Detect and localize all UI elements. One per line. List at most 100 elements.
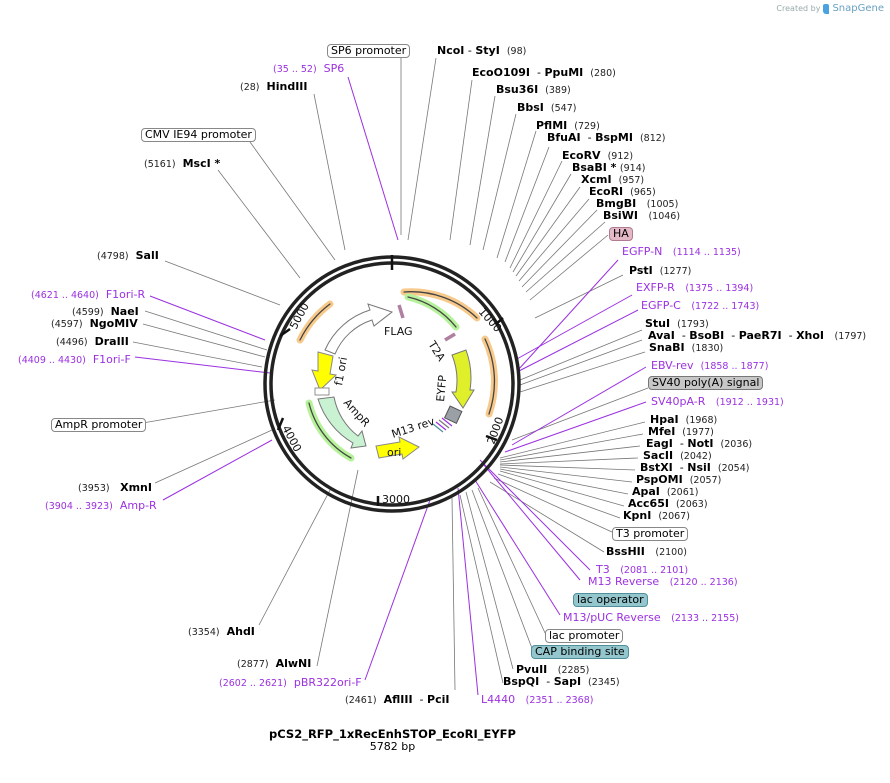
feature-ampr-promoter[interactable]: AmpR promoter (51, 418, 147, 432)
site-bfuai[interactable]: BfuAI - BspMI (812) (547, 131, 666, 144)
site-bsiwi[interactable]: BsiWI (1046) (603, 209, 680, 223)
primer-name: EGFP-N (622, 245, 663, 258)
cut-position: (4798) (97, 251, 129, 262)
primer-ebv-rev[interactable]: EBV-rev (1858 .. 1877) (651, 359, 768, 373)
site-psti[interactable]: PstI (1277) (629, 264, 691, 278)
feature-t3-promoter[interactable]: T3 promoter (612, 527, 689, 541)
cut-position: (965) (630, 187, 656, 198)
enzyme-name: BsaBI * (572, 161, 617, 174)
primer-name: M13/pUC Reverse (563, 611, 661, 624)
cut-position: (2054) (717, 463, 750, 474)
cut-position: (1277) (659, 266, 692, 277)
site-avai[interactable]: AvaI - BsoBI - PaeR7I - XhoI (1797) (648, 329, 867, 342)
primer-name: M13 Reverse (588, 575, 660, 588)
cut-position: (1977) (682, 427, 714, 438)
site-xmni[interactable]: (3953) XmnI (78, 481, 152, 495)
site-draiii[interactable]: (4496) DraIII (56, 335, 129, 349)
enzyme-name: SnaBI (649, 341, 685, 354)
site-pspomi[interactable]: PspOMI (2057) (636, 473, 721, 487)
cut-position: (98) (506, 46, 527, 57)
primer-t3[interactable]: T3 (2081 .. 2101) (596, 563, 688, 577)
site-sali[interactable]: (4798) SalI (97, 249, 159, 263)
feature-lac-promoter[interactable]: lac promoter (545, 629, 624, 643)
primer-range: (2133 .. 2155) (671, 613, 739, 624)
f1-ori-arrow[interactable] (324, 303, 394, 355)
lac-cluster (432, 417, 453, 433)
primer-egfp-n[interactable]: EGFP-N (1114 .. 1135) (622, 245, 741, 259)
site-snabi[interactable]: SnaBI (1830) (649, 341, 723, 355)
site-bsabi[interactable]: BsaBI * (914) (572, 161, 645, 175)
primer-m13puc-reverse[interactable]: M13/pUC Reverse (2133 .. 2155) (563, 611, 739, 625)
cut-position: (1005) (646, 199, 679, 210)
site-eagi[interactable]: EagI - NotI (2036) (646, 437, 753, 450)
enzyme-name: BmgBI (596, 197, 637, 210)
site-pflmi[interactable]: PflMI (729) (536, 119, 600, 133)
feature-cmv-promoter[interactable]: CMV IE94 promoter (141, 128, 256, 142)
cut-position: (2877) (237, 659, 269, 670)
primer-egfp-c[interactable]: EGFP-C (1722 .. 1743) (641, 299, 759, 313)
site-stui[interactable]: StuI (1793) (645, 317, 709, 331)
feature-ha[interactable]: HA (609, 227, 633, 241)
site-kpni[interactable]: KpnI (2067) (623, 509, 690, 523)
enzyme-name: EcoO109I (472, 66, 530, 79)
site-bbsi[interactable]: BbsI (547) (517, 101, 576, 115)
cut-position: (3953) (78, 483, 110, 494)
site-bmgbi[interactable]: BmgBI (1005) (596, 197, 678, 211)
cut-position: (1968) (685, 415, 718, 426)
site-ahdi[interactable]: (3354) AhdI (188, 625, 255, 639)
site-mfei[interactable]: MfeI (1977) (648, 425, 714, 439)
site-pvuii[interactable]: PvuII (2285) (516, 663, 589, 677)
enzyme-name: XmnI (120, 481, 152, 494)
cut-position: (2063) (675, 499, 708, 510)
site-ncoi[interactable]: NcoI - StyI (98) (437, 44, 527, 57)
primer-sv40pa-r[interactable]: SV40pA-R (1912 .. 1931) (651, 395, 784, 409)
site-bsu36i[interactable]: Bsu36I (389) (496, 83, 571, 97)
enzyme-name: MscI * (182, 157, 221, 170)
flag-label: FLAG (384, 325, 413, 338)
site-sacii[interactable]: SacII (2042) (643, 449, 712, 463)
site-bsshii[interactable]: BssHII (2100) (606, 545, 687, 559)
feature-sp6-promoter[interactable]: SP6 promoter (327, 44, 411, 58)
primer-name: F1ori-F (92, 353, 131, 366)
ori-arrow[interactable] (375, 436, 420, 460)
feature-lac-operator[interactable]: lac operator (573, 593, 648, 607)
site-hindiii[interactable]: (28) HindIII (240, 80, 307, 94)
site-ecori[interactable]: EcoRI (965) (589, 185, 656, 199)
feature-sv40-polya[interactable]: SV40 poly(A) signal (648, 376, 764, 390)
site-xcmi[interactable]: XcmI (957) (581, 173, 644, 187)
f1ori-label: f1 ori (332, 356, 350, 387)
enzyme-name: BspQI (503, 675, 540, 688)
primer-exfp-r[interactable]: EXFP-R (1375 .. 1394) (636, 281, 753, 295)
enzyme-name: NsiI (687, 461, 711, 474)
site-bspqi[interactable]: BspQI - SapI (2345) (503, 675, 620, 688)
enzyme-name: BfuAI (547, 131, 581, 144)
primer-sp6[interactable]: (35 .. 52) SP6 (273, 62, 344, 76)
site-msci[interactable]: (5161) MscI * (144, 157, 220, 171)
site-eco0109i[interactable]: EcoO109I - PpuMI (280) (472, 66, 616, 79)
site-hpai[interactable]: HpaI (1968) (650, 413, 717, 427)
site-ecorv[interactable]: EcoRV (912) (562, 149, 633, 163)
enzyme-name: SalI (135, 249, 159, 262)
primer-pbr322ori-f[interactable]: (2602 .. 2621) pBR322ori-F (219, 676, 362, 690)
ring-ticks (276, 255, 504, 506)
ampr-arrow[interactable] (317, 396, 367, 449)
feature-cap-site[interactable]: CAP binding site (531, 645, 629, 659)
primer-f1ori-r[interactable]: (4621 .. 4640) F1ori-R (31, 288, 145, 302)
site-apai[interactable]: ApaI (2061) (632, 485, 699, 499)
primer-m13-reverse[interactable]: M13 Reverse (2120 .. 2136) (588, 575, 738, 589)
eyfp-arrow[interactable] (451, 349, 475, 409)
primer-amp-r[interactable]: (3904 .. 3923) Amp-R (45, 499, 157, 513)
enzyme-name: Acc65I (628, 497, 669, 510)
site-naei[interactable]: (4599) NaeI (72, 305, 139, 319)
f1-yellow-arrow[interactable] (311, 351, 338, 391)
primer-f1ori-f[interactable]: (4409 .. 4430) F1ori-F (18, 353, 131, 367)
site-afliii[interactable]: (2461) AflIII - PciI (345, 693, 450, 706)
site-alwni[interactable]: (2877) AlwNI (237, 657, 311, 671)
site-ngomiv[interactable]: (4597) NgoMIV (51, 317, 138, 331)
site-acc65i[interactable]: Acc65I (2063) (628, 497, 708, 511)
cut-position: (912) (607, 151, 634, 162)
primer-l4440[interactable]: L4440 (2351 .. 2368) (481, 693, 593, 707)
site-bstxi[interactable]: BstXI - NsiI (2054) (640, 461, 750, 474)
cut-position: (5161) (144, 159, 176, 170)
tick-3000: 3000 (382, 493, 410, 506)
